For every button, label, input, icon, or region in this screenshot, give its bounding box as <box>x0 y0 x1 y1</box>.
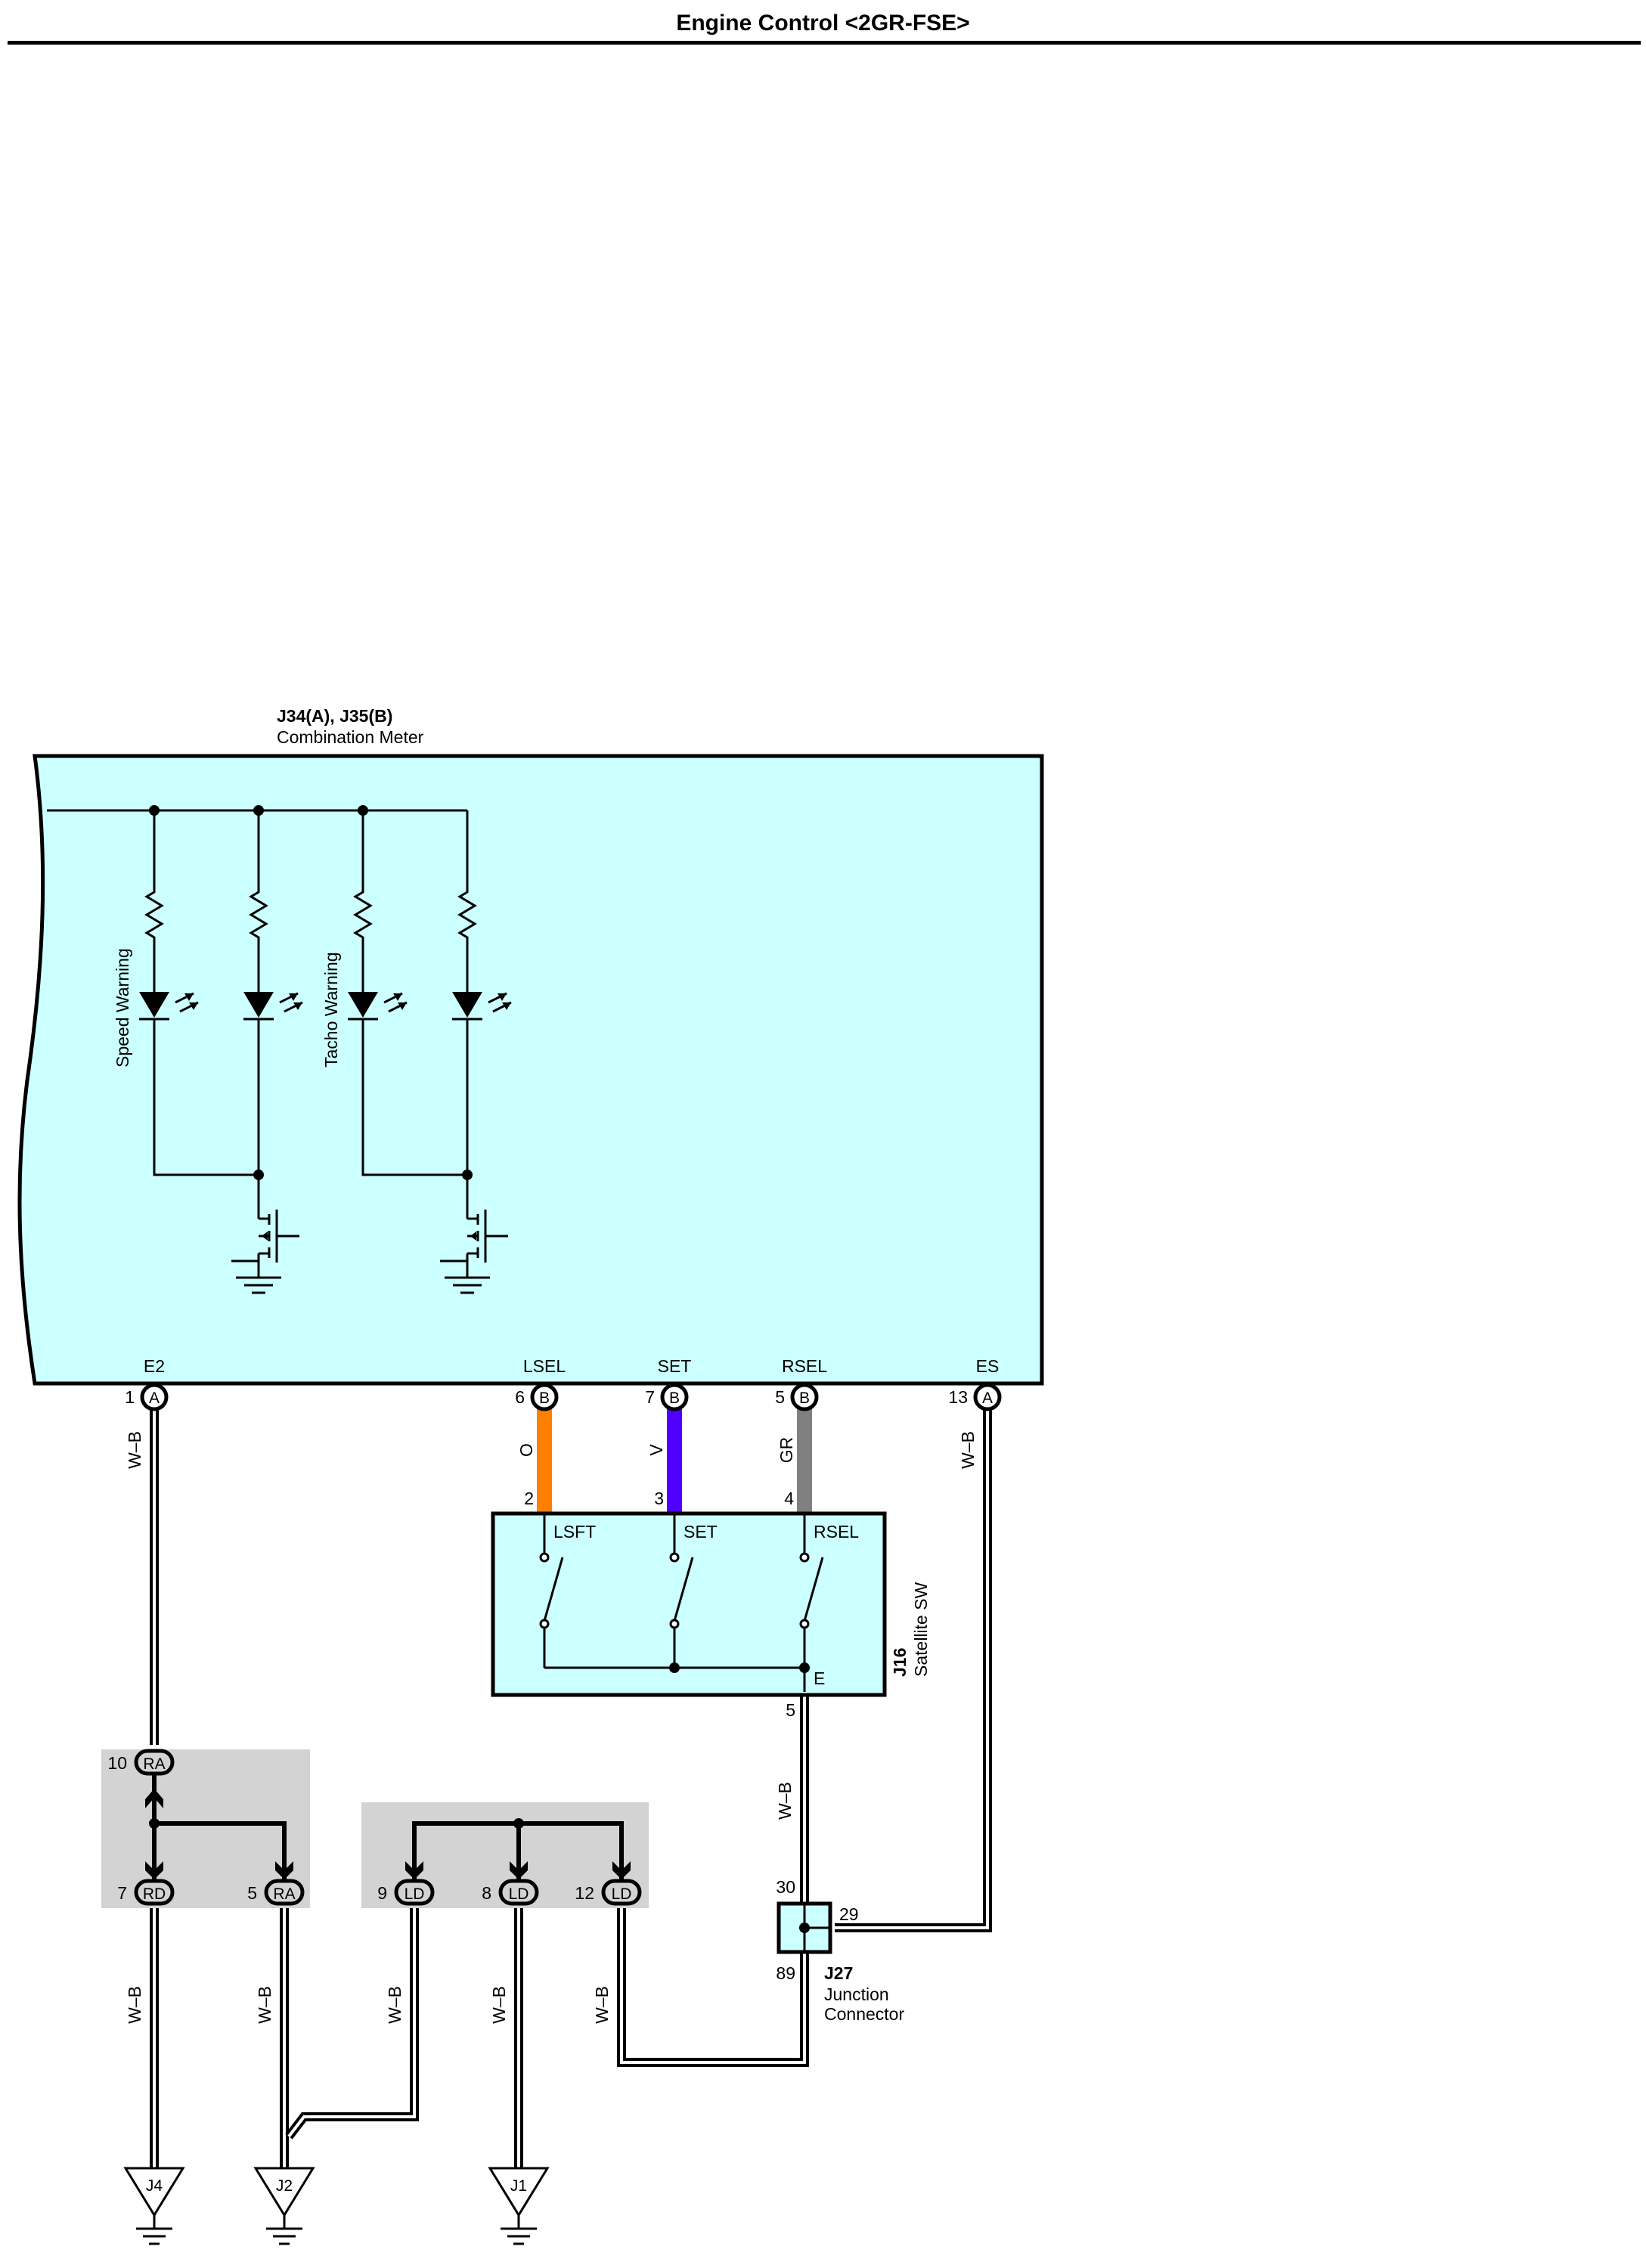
wire-violet <box>667 1406 682 1512</box>
pin-number: 9 <box>377 1883 387 1903</box>
terminal-set-label: SET <box>658 1356 692 1376</box>
ground-label: J2 <box>276 2177 293 2195</box>
junction-id: J27 <box>824 1963 853 1983</box>
pin-number: 8 <box>482 1883 491 1903</box>
pin-conn: A <box>982 1390 993 1407</box>
satellite-name: Satellite SW <box>911 1582 931 1677</box>
junction-pin-right: 29 <box>839 1904 859 1924</box>
meter-pin-rsel: 5 B <box>775 1383 819 1411</box>
ground-label: J1 <box>510 2177 527 2195</box>
meter-pin-set: 7 B <box>645 1383 689 1411</box>
sat-terminal-lsft: LSFT <box>553 1522 596 1541</box>
pin-number: 13 <box>948 1387 968 1407</box>
terminal-rsel-label: RSEL <box>782 1356 827 1376</box>
pin-conn: A <box>149 1390 160 1407</box>
ra-out-pin-rd: 7 RD <box>117 1879 175 1906</box>
pin-label: RD <box>143 1885 166 1903</box>
tacho-warning-label: Tacho Warning <box>321 952 341 1067</box>
pin-number: 7 <box>645 1387 655 1407</box>
satellite-id: J16 <box>890 1648 910 1677</box>
ld-pin-12: 12 LD <box>575 1879 642 1906</box>
satellite-switch-box <box>491 1511 887 1697</box>
meter-pin-es: 13 A <box>948 1383 1002 1411</box>
pin-label: LD <box>612 1885 632 1903</box>
page-title: Engine Control <2GR-FSE> <box>676 11 970 36</box>
sat-pin-4: 4 <box>784 1489 794 1508</box>
wire-label-ld9: W–B <box>385 1986 405 2024</box>
ground-j1-icon: J1 <box>488 2167 549 2245</box>
sat-pin-2: 2 <box>524 1489 534 1508</box>
ld-pin-9: 9 LD <box>377 1879 435 1906</box>
junction-pin-top: 30 <box>776 1877 795 1897</box>
wire-label-rsel: GR <box>777 1437 796 1464</box>
pin-conn: B <box>799 1390 810 1407</box>
pin-number: 1 <box>125 1387 135 1407</box>
ld-pin-8: 8 LD <box>482 1879 539 1906</box>
ground-j4-icon: J4 <box>124 2167 184 2245</box>
pin-number: 5 <box>247 1883 257 1903</box>
pin-label: RA <box>273 1885 295 1903</box>
pin-number: 6 <box>515 1387 525 1407</box>
combination-meter-box <box>17 754 1044 1386</box>
sat-pin-3: 3 <box>654 1489 664 1508</box>
wire-label-sat-out: W–B <box>775 1782 795 1820</box>
pin-number: 7 <box>117 1883 127 1903</box>
sat-terminal-rsel: RSEL <box>814 1522 859 1541</box>
wire-label-es: W–B <box>958 1431 978 1469</box>
title-rule <box>8 41 1641 45</box>
ground-j2-icon: J2 <box>254 2167 315 2245</box>
wire-label-ld12: W–B <box>592 1986 612 2024</box>
meter-pin-lsel: 6 B <box>515 1383 559 1411</box>
pin-label: LD <box>509 1885 529 1903</box>
wire-label-j4: W–B <box>125 1986 144 2024</box>
sat-terminal-set: SET <box>684 1522 718 1541</box>
terminal-e2-label: E2 <box>144 1356 165 1376</box>
ground-label: J4 <box>146 2177 163 2195</box>
wire-label-j1: W–B <box>489 1986 509 2024</box>
pin-number: 12 <box>575 1883 594 1903</box>
pin-number: 5 <box>775 1387 785 1407</box>
pin-number: 10 <box>107 1753 127 1773</box>
wire-gray <box>797 1406 812 1512</box>
ra-in-pin: 10 RA <box>107 1749 175 1776</box>
wire-label-e2: W–B <box>125 1431 144 1469</box>
wire-label-set: V <box>646 1444 666 1456</box>
wire-label-j2: W–B <box>255 1986 274 2024</box>
pin-label: LD <box>405 1885 425 1903</box>
pin-conn: B <box>669 1390 680 1407</box>
wire-orange <box>537 1406 552 1512</box>
speed-warning-label: Speed Warning <box>113 948 132 1067</box>
transistor-1-icon <box>230 1175 301 1294</box>
sat-ground-terminal: E <box>814 1668 825 1688</box>
meter-connectors-label: J34(A), J35(B) <box>277 706 392 726</box>
transistor-2-icon <box>439 1175 510 1294</box>
pin-label: RA <box>143 1755 165 1773</box>
ra-out-pin-ra: 5 RA <box>247 1879 305 1906</box>
junction-pin-bottom: 89 <box>776 1963 795 1983</box>
meter-pin-e2: 1 A <box>125 1383 169 1411</box>
pin-conn: B <box>539 1390 550 1407</box>
terminal-lsel-label: LSEL <box>523 1356 566 1376</box>
terminal-es-label: ES <box>976 1356 1000 1376</box>
wire-label-lsel: O <box>516 1443 536 1457</box>
junction-name-line2: Connector <box>824 2004 904 2024</box>
junction-name-line1: Junction <box>824 1984 889 2004</box>
sat-out-pin: 5 <box>786 1700 795 1720</box>
meter-name-label: Combination Meter <box>277 727 424 747</box>
